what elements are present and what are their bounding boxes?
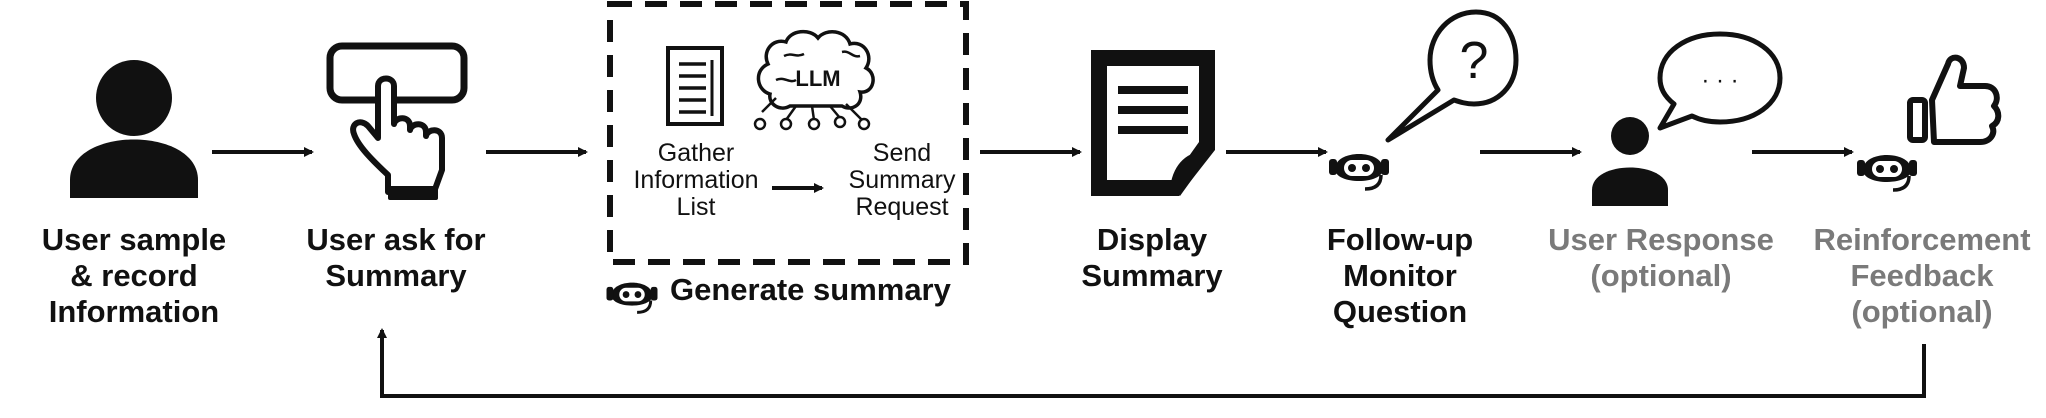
- user-speech-icon: · · ·: [1592, 31, 1783, 206]
- user-icon: [70, 60, 198, 198]
- bot-thumbs-up-icon: [1855, 54, 2002, 192]
- llm-brain-icon: LLM: [753, 29, 875, 131]
- group-label: Generate summary: [670, 272, 951, 307]
- tap-button-icon: [326, 42, 468, 200]
- step-label-response: User Response (optional): [1548, 222, 1774, 293]
- llm-label: LLM: [795, 66, 840, 91]
- step-label-feedback: Reinforcement Feedback (optional): [1813, 222, 2031, 329]
- substep-label-send: Send Summary Request: [848, 139, 956, 221]
- document-icon: [1091, 50, 1215, 196]
- feedback-loop-arrow: [377, 328, 1926, 398]
- ellipsis: · · ·: [1701, 67, 1738, 94]
- step-label-record: User sample & record Information: [41, 222, 227, 329]
- step-label-followup: Follow-up Monitor Question: [1326, 222, 1474, 329]
- substep-label-gather: Gather Information List: [633, 139, 759, 221]
- bot-icon: [605, 281, 659, 314]
- step-label-ask: User ask for Summary: [306, 222, 486, 293]
- question-mark: ?: [1460, 32, 1489, 90]
- bot-question-icon: ?: [1327, 9, 1519, 191]
- step-label-display: Display Summary: [1081, 222, 1223, 293]
- list-icon: [666, 46, 724, 126]
- generate-summary-group: [607, 1, 969, 265]
